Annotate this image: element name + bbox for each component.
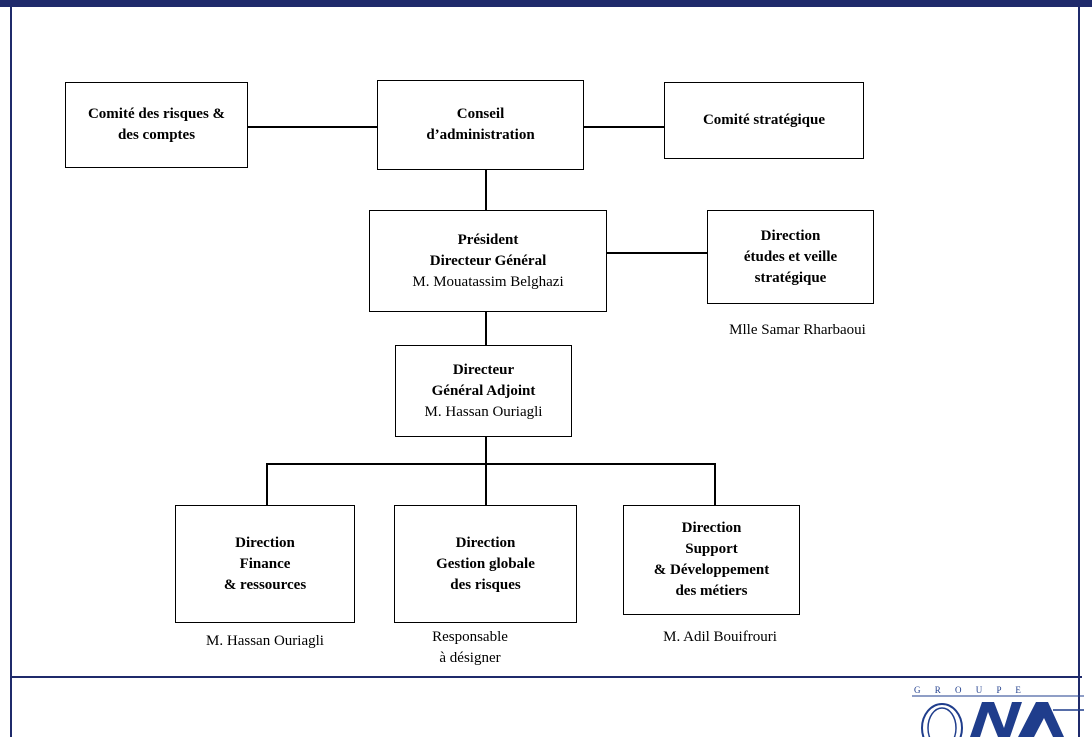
connector-comite-risques-conseil — [248, 126, 378, 128]
slide-frame — [10, 7, 1080, 737]
top-bar — [0, 0, 1092, 7]
support-line4: des métiers — [675, 583, 748, 599]
connector-support — [714, 463, 716, 505]
connector-dga-down — [485, 437, 487, 464]
bottom-rule — [10, 676, 1082, 678]
comite-strategique-line1: Comité stratégique — [702, 112, 826, 128]
groupe-ona-logo: G R O U P E — [912, 685, 1084, 737]
risques-line1: Direction — [455, 534, 516, 551]
risques-caption-line1: Responsable — [432, 629, 508, 645]
connector-risques — [485, 463, 487, 505]
direction-etudes-caption: Mlle Samar Rharbaoui — [729, 322, 866, 338]
box-direction-etudes: Direction études et veille stratégique — [707, 210, 874, 304]
direction-etudes-line1: Direction — [760, 227, 821, 244]
logo-n-shape — [970, 702, 1022, 737]
logo-a-shape — [1018, 702, 1064, 737]
comite-risques-line1: Comité des risques & — [87, 106, 226, 122]
box-comite-strategique: Comité stratégique — [664, 82, 864, 159]
direction-etudes-line3: stratégique — [754, 269, 827, 286]
finance-line1: Direction — [235, 534, 295, 551]
connector-horizontal-bottom — [266, 463, 716, 465]
box-president: Président Directeur Général M. Mouatassi… — [369, 210, 607, 312]
direction-etudes-line2: études et veille — [743, 248, 838, 265]
box-conseil-administration: Conseil d’administration — [377, 80, 584, 170]
box-comite-risques: Comité des risques & des comptes — [65, 82, 248, 168]
connector-conseil-comite-strategique — [584, 126, 664, 128]
support-caption: M. Adil Bouifrouri — [663, 629, 777, 645]
risques-line2: Gestion globale — [436, 555, 535, 572]
support-line2: Support — [685, 541, 738, 557]
box-direction-risques: Direction Gestion globale des risques — [394, 505, 577, 623]
risques-caption-line2: à désigner — [439, 650, 501, 666]
finance-line3: & ressources — [223, 576, 307, 593]
box-direction-support: Direction Support & Développement des mé… — [623, 505, 800, 615]
risques-caption: Responsable à désigner — [400, 627, 540, 669]
finance-line2: Finance — [239, 555, 291, 572]
logo-o-shape — [921, 703, 963, 737]
comite-risques-line2: des comptes — [117, 127, 196, 143]
dga-line2: Général Adjoint — [431, 382, 536, 399]
connector-president-dga — [485, 312, 487, 345]
support-line1: Direction — [681, 520, 742, 536]
logo-groupe-text: G R O U P E — [914, 685, 1027, 695]
president-line2: Directeur Général — [429, 252, 547, 269]
connector-president-direction-etudes — [607, 252, 707, 254]
connector-conseil-president — [485, 170, 487, 210]
risques-line3: des risques — [450, 576, 521, 593]
connector-finance — [266, 463, 268, 505]
president-name: M. Mouatassim Belghazi — [412, 273, 564, 290]
president-line1: Président — [457, 231, 519, 248]
conseil-line2: d’administration — [426, 127, 535, 143]
dga-line1: Directeur — [452, 361, 515, 378]
finance-caption: M. Hassan Ouriagli — [206, 633, 324, 649]
box-dga: Directeur Général Adjoint M. Hassan Ouri… — [395, 345, 572, 437]
conseil-line1: Conseil — [456, 106, 505, 122]
box-direction-finance: Direction Finance & ressources — [175, 505, 355, 623]
support-line3: & Développement — [653, 562, 770, 578]
dga-name: M. Hassan Ouriagli — [424, 403, 543, 420]
